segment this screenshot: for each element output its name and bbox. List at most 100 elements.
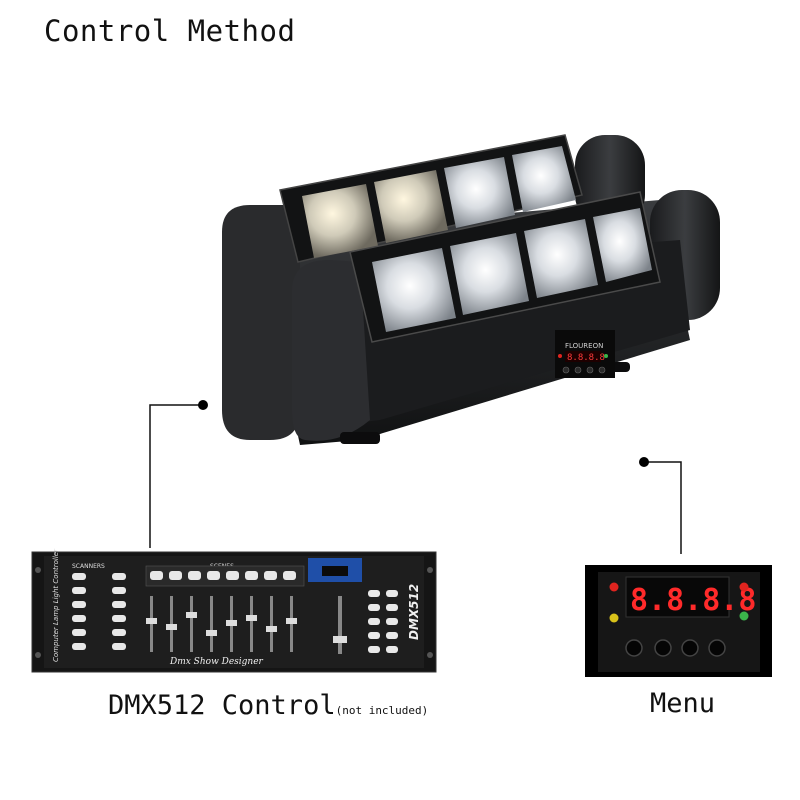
scanner-button[interactable] <box>112 587 126 594</box>
channel-faders <box>146 596 347 654</box>
fader-knob[interactable] <box>206 630 217 636</box>
dmx-show-designer-label: Dmx Show Designer <box>169 657 264 667</box>
scanner-button[interactable] <box>112 601 126 608</box>
scanner-button[interactable] <box>72 643 86 650</box>
fader-icon[interactable] <box>210 596 213 652</box>
pointer-dot-icon <box>198 400 208 410</box>
fader-knob[interactable] <box>246 615 257 621</box>
scene-button[interactable] <box>150 571 163 580</box>
scanner-button[interactable] <box>112 643 126 650</box>
function-button[interactable] <box>368 632 380 639</box>
function-button[interactable] <box>386 646 398 653</box>
scanner-button[interactable] <box>112 615 126 622</box>
scanner-button[interactable] <box>112 629 126 636</box>
scenes-strip <box>145 565 305 587</box>
pointer-line <box>644 461 682 554</box>
menu-display-text: 8.8.8.8 <box>630 583 756 618</box>
dmx512-side-label: DMX512 <box>407 584 421 640</box>
function-button[interactable] <box>368 604 380 611</box>
fixture-foot <box>340 432 380 444</box>
fixture-left-cap <box>222 205 300 440</box>
fixture-front-cap <box>292 260 370 441</box>
rack-hole <box>427 652 433 658</box>
scanner-button[interactable] <box>72 615 86 622</box>
function-buttons <box>368 590 398 653</box>
led-indicator-icon <box>609 582 619 592</box>
led-indicator-icon <box>739 611 749 621</box>
scene-button[interactable] <box>188 571 201 580</box>
led-indicator-icon <box>609 613 619 623</box>
dmx-caption-main: DMX512 Control <box>108 690 336 721</box>
front-lens-row <box>372 208 652 332</box>
lens <box>374 170 448 243</box>
dmx-caption: DMX512 Control(not included) <box>108 690 428 721</box>
menu-button[interactable] <box>625 639 643 657</box>
scanner-button[interactable] <box>72 601 86 608</box>
fader-knob[interactable] <box>266 626 277 632</box>
function-button[interactable] <box>368 590 380 597</box>
scanner-button[interactable] <box>72 573 86 580</box>
scanner-button[interactable] <box>112 573 126 580</box>
scene-button[interactable] <box>226 571 239 580</box>
rack-hole <box>35 567 41 573</box>
scene-button[interactable] <box>207 571 220 580</box>
led-indicator-icon <box>739 582 749 592</box>
menu-button[interactable] <box>708 639 726 657</box>
lens <box>302 184 378 258</box>
fader-knob[interactable] <box>166 624 177 630</box>
scanner-button[interactable] <box>72 629 86 636</box>
scene-button[interactable] <box>169 571 182 580</box>
knob-icon <box>598 366 606 374</box>
function-button[interactable] <box>386 618 398 625</box>
pointer-dmx <box>149 400 208 548</box>
lens <box>444 157 515 228</box>
scene-button[interactable] <box>245 571 258 580</box>
rack-hole <box>427 567 433 573</box>
menu-display <box>625 576 730 618</box>
lens <box>450 233 529 315</box>
menu-button[interactable] <box>681 639 699 657</box>
pointer-menu <box>639 457 682 554</box>
lens <box>593 208 652 282</box>
fader-icon[interactable] <box>250 596 253 652</box>
fixture-display <box>565 351 601 362</box>
scene-buttons <box>150 571 296 580</box>
fader-knob[interactable] <box>186 612 197 618</box>
function-button[interactable] <box>386 590 398 597</box>
fader-knob[interactable] <box>226 620 237 626</box>
function-button[interactable] <box>368 618 380 625</box>
scene-button[interactable] <box>264 571 277 580</box>
led-indicator-icon <box>604 354 608 358</box>
page-title: Control Method <box>44 14 296 48</box>
menu-button[interactable] <box>654 639 672 657</box>
scene-button[interactable] <box>283 571 296 580</box>
knob-icon <box>586 366 594 374</box>
fade-time-fader[interactable] <box>338 596 342 654</box>
lens <box>512 146 576 212</box>
fader-knob[interactable] <box>333 636 347 643</box>
fixture-brand-label: FLOUREON <box>565 342 603 350</box>
fader-knob[interactable] <box>286 618 297 624</box>
rack-hole <box>35 652 41 658</box>
fixture-control-panel: FLOUREON 8.8.8.8 <box>555 330 615 378</box>
led-indicator-icon <box>558 354 562 358</box>
fader-knob[interactable] <box>146 618 157 624</box>
fader-icon[interactable] <box>270 596 273 652</box>
dmx-controller: Computer Lamp Light Controller SCANNERS … <box>31 548 437 673</box>
function-button[interactable] <box>386 604 398 611</box>
fader-icon[interactable] <box>190 596 193 652</box>
vertical-label: Computer Lamp Light Controller <box>52 548 60 662</box>
lens <box>524 219 598 298</box>
function-button[interactable] <box>368 646 380 653</box>
knob-icon <box>562 366 570 374</box>
scanners-label: SCANNERS <box>72 563 105 570</box>
menu-caption: Menu <box>650 688 716 719</box>
menu-panel: 8.8.8.8 <box>585 565 772 677</box>
knob-icon <box>574 366 582 374</box>
fixture-display-text: 8.8.8.8 <box>567 353 605 363</box>
back-lens-row <box>302 146 576 258</box>
scanner-button[interactable] <box>72 587 86 594</box>
scanner-buttons <box>72 573 126 650</box>
function-button[interactable] <box>386 632 398 639</box>
